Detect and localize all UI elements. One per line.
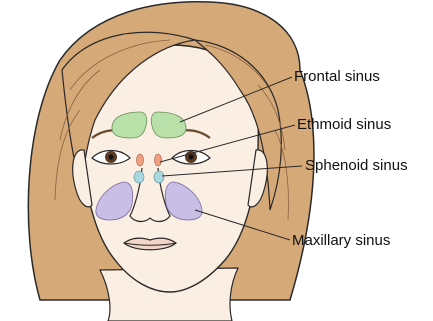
ethmoid-sinus-left — [137, 154, 144, 166]
sphenoid-sinus-right — [154, 171, 164, 183]
ethmoid-sinus-right — [155, 154, 162, 166]
label-maxillary-sinus: Maxillary sinus — [292, 232, 390, 250]
label-sphenoid-sinus: Sphenoid sinus — [305, 157, 408, 175]
label-frontal-sinus: Frontal sinus — [294, 68, 380, 86]
label-ethmoid-sinus: Ethmoid sinus — [297, 116, 391, 134]
sphenoid-sinus-left — [134, 171, 144, 183]
